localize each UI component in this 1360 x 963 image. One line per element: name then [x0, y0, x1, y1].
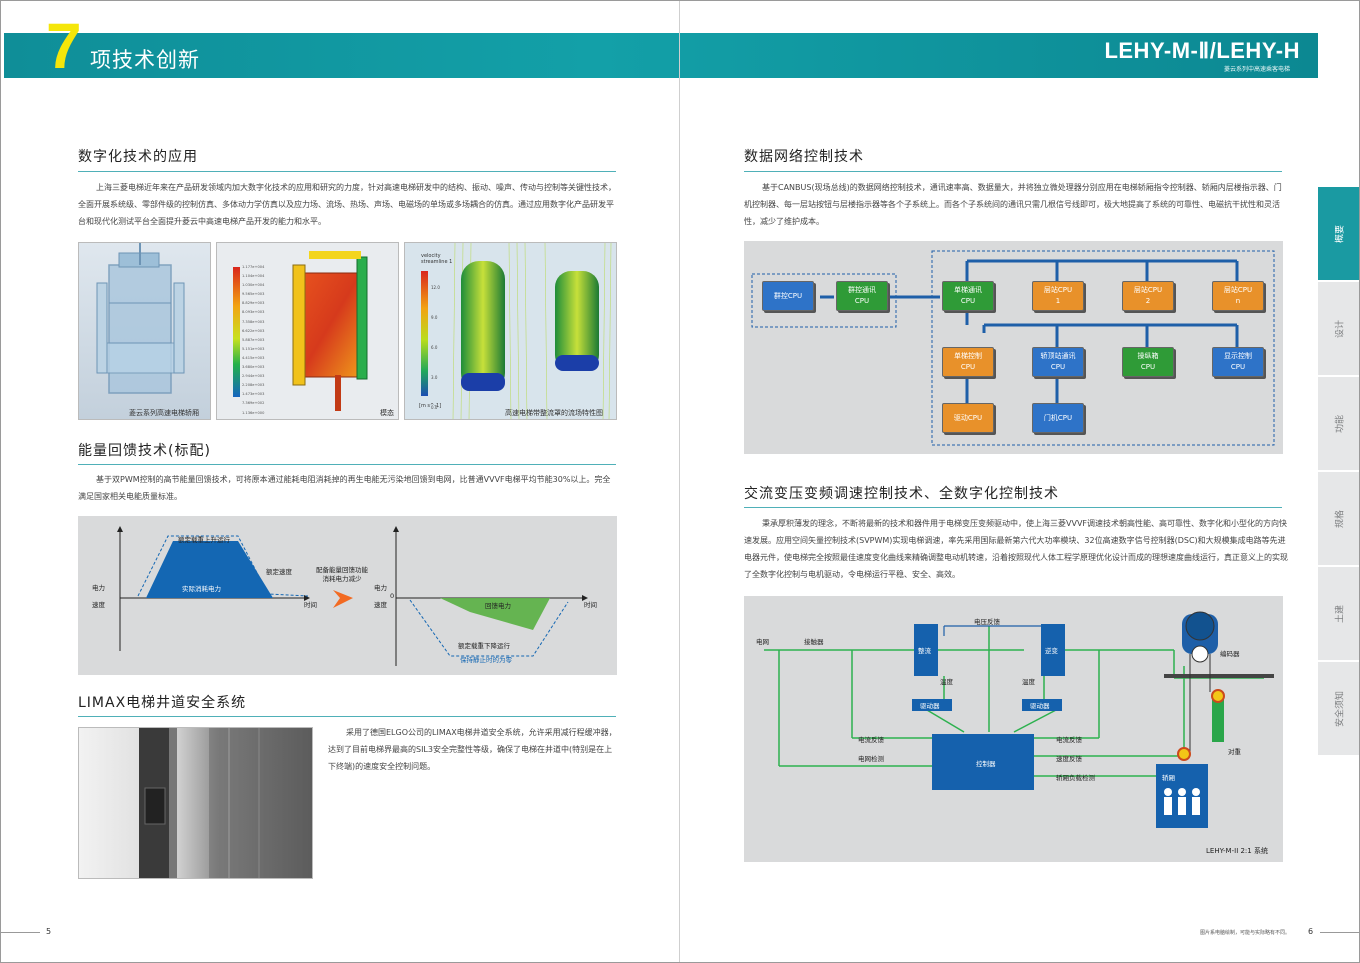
section-rule — [744, 171, 1282, 172]
footnote: 图片系电脑绘制，可能与实际略有不同。 — [1200, 930, 1291, 936]
drive-cpu-box: 驱动CPU — [942, 403, 994, 433]
hall-cpu-2-box: 层站CPU 2 — [1122, 281, 1174, 311]
group-cpu-box: 群控CPU — [762, 281, 814, 311]
energy-paragraph: 基于双PWM控制的高节能量回馈技术，可将原本通过能耗电阻消耗掉的再生电能无污染地… — [78, 475, 611, 501]
label-driver-1: 驱动器 — [920, 702, 940, 710]
section-rule — [78, 464, 616, 465]
drive-diagram-panel: 电网 接触器 整流 逆变 电压反馈 温度 温度 驱动器 驱动器 控制器 电流反馈… — [744, 596, 1283, 862]
label-current-fb-2: 电流反馈 — [1056, 736, 1082, 744]
label-arrow-note: 配备能量回馈功能 消耗电力减少 — [316, 566, 368, 583]
brand-subtitle: 菱云系列中高速乘客电梯 — [1223, 66, 1290, 73]
label-grid-detect: 电网检测 — [858, 755, 884, 763]
section-title-vvvf: 交流变压变频调速控制技术、全数字化控制技术 — [744, 486, 1059, 502]
label-speed-right: 速度 — [374, 601, 387, 609]
page-fold — [679, 0, 680, 963]
label-zero: 0 — [390, 592, 395, 600]
group-comm-box: 群控通讯 CPU — [836, 281, 888, 311]
drive-diagram — [764, 611, 1274, 828]
label-rated-speed: 额定速度 — [266, 568, 292, 576]
network-diagram-panel: 群控CPU 群控通讯 CPU 单梯通讯 CPU 层站CPU 1 层站CPU 2 … — [744, 241, 1283, 454]
caption-car: 菱云系列高速电梯轿厢 — [129, 409, 199, 417]
label-controller: 控制器 — [976, 760, 996, 768]
label-driver-2: 驱动器 — [1030, 702, 1050, 710]
tab-specs[interactable]: 规格 — [1318, 472, 1360, 567]
caption-flow: 高速电梯带整流罩的流场特性图 — [505, 409, 603, 417]
label-encoder: 编码器 — [1220, 650, 1240, 658]
label-speed-left: 速度 — [92, 601, 105, 609]
tab-overview[interactable]: 概要 — [1318, 187, 1360, 282]
section-number: 7 — [46, 10, 82, 82]
limax-paragraph: 采用了德国ELGO公司的LIMAX电梯井道安全系统，允许采用减行程缓冲器，达到了… — [328, 728, 617, 771]
section-rule — [744, 507, 1282, 508]
label-power-right: 电力 — [374, 584, 387, 592]
header-title: 项技术创新 — [90, 48, 200, 72]
page-number-rule-right — [1320, 932, 1360, 933]
section-rule — [78, 716, 616, 717]
hall-cpu-n-box: 层站CPU n — [1212, 281, 1264, 311]
label-temp-1: 温度 — [940, 678, 953, 686]
tab-functions[interactable]: 功能 — [1318, 377, 1360, 472]
page-number-right: 6 — [1308, 927, 1314, 936]
single-comm-box: 单梯通讯 CPU — [942, 281, 994, 311]
page-number-rule — [0, 932, 40, 933]
flow-legend-unit: [m s^-1] — [419, 403, 442, 409]
header-bar — [4, 33, 1318, 78]
label-temp-2: 温度 — [1022, 678, 1035, 686]
tab-civil[interactable]: 土建 — [1318, 567, 1360, 662]
door-cpu-box: 门机CPU — [1032, 403, 1084, 433]
page-number-left: 5 — [46, 927, 52, 936]
caption-modal: 模态 — [380, 409, 394, 417]
label-grid: 电网 — [756, 638, 769, 646]
flow-legend-title: velocity streamline 1 — [421, 253, 453, 265]
brand-title: LEHY-M-Ⅱ/LEHY-H — [1104, 38, 1300, 63]
label-counterweight: 对重 — [1228, 748, 1241, 756]
car-frame-image: 菱云系列高速电梯轿厢 — [78, 242, 211, 420]
label-power-left: 电力 — [92, 584, 105, 592]
car-panel-box: 操纵箱 CPU — [1122, 347, 1174, 377]
label-regen-power: 回馈电力 — [485, 602, 511, 610]
label-current-fb-1: 电流反馈 — [858, 736, 884, 744]
section-title-energy: 能量回馈技术(标配) — [78, 443, 211, 459]
display-ctrl-box: 显示控制 CPU — [1212, 347, 1264, 377]
label-accel-note: 保持静止时的为零 — [460, 656, 512, 664]
label-load-detect: 轿厢负载检测 — [1056, 774, 1095, 782]
energy-chart-panel: 额定载重上升运行 额定速度 实际消耗电力 电力 速度 时间 配备能量回馈功能 消… — [78, 516, 617, 675]
hall-cpu-1-box: 层站CPU 1 — [1032, 281, 1084, 311]
car-frame-illustration — [96, 243, 185, 394]
label-time-right: 时间 — [584, 601, 597, 609]
car-top-box: 轿顶站通讯 CPU — [1032, 347, 1084, 377]
label-rectifier: 整流 — [918, 647, 931, 655]
section-title-network: 数据网络控制技术 — [744, 149, 864, 165]
label-inverter: 逆变 — [1045, 647, 1058, 655]
limax-shaft-illustration — [139, 728, 312, 878]
single-ctrl-box: 单梯控制 CPU — [942, 347, 994, 377]
energy-chart — [117, 526, 588, 666]
label-speed-fb: 速度反馈 — [1056, 755, 1082, 763]
label-time-left: 时间 — [304, 601, 317, 609]
label-actual-power: 实际消耗电力 — [182, 585, 221, 593]
network-diagram — [751, 250, 1275, 446]
label-up-run: 额定载重上升运行 — [178, 536, 230, 544]
section-rule — [78, 171, 616, 172]
tab-safety[interactable]: 安全须知 — [1318, 662, 1360, 757]
limax-shaft-image — [78, 727, 313, 879]
vvvf-paragraph: 秉承厚积薄发的理念，不断将最新的技术和器件用于电梯变压变频驱动中，使上海三菱VV… — [744, 519, 1288, 579]
flow-field-illustration — [421, 243, 612, 419]
section-title-limax: LIMAX电梯井道安全系统 — [78, 695, 247, 711]
tab-design[interactable]: 设计 — [1318, 282, 1360, 377]
modal-illustration — [233, 251, 368, 411]
label-down-run: 额定载重下降运行 — [458, 642, 510, 650]
label-dc-voltage: 电压反馈 — [974, 618, 1000, 626]
label-contactor: 接触器 — [804, 638, 824, 646]
digital-paragraph: 上海三菱电梯近年来在产品研发领域内加大数字化技术的应用和研究的力度，针对高速电梯… — [78, 183, 616, 226]
label-system: LEHY-M-II 2:1 系统 — [1206, 847, 1268, 855]
label-car: 轿厢 — [1162, 774, 1175, 782]
section-title-digital: 数字化技术的应用 — [78, 149, 198, 165]
network-paragraph: 基于CANBUS(现场总线)的数据网络控制技术，通讯速率高、数据量大，并将独立微… — [744, 183, 1282, 226]
